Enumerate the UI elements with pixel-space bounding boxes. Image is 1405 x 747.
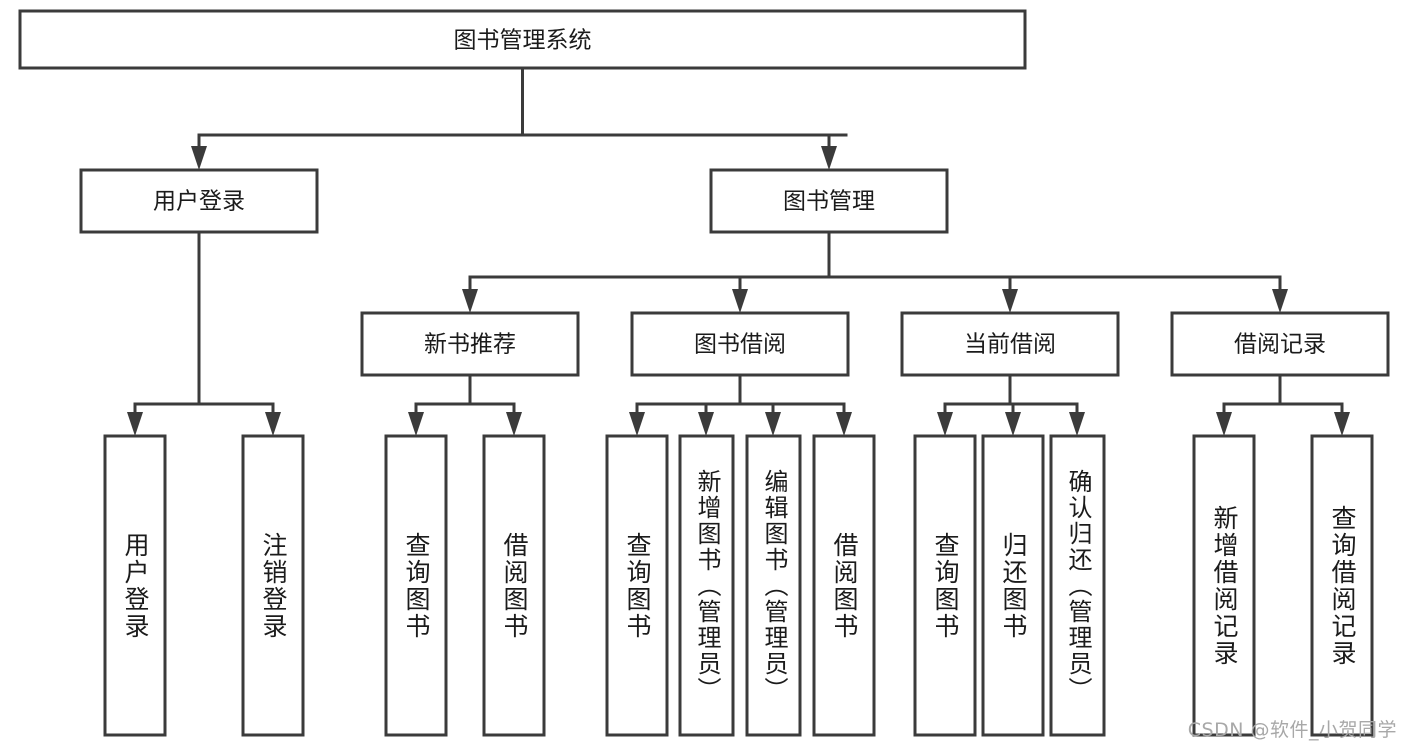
- node-box-new-book-rec: [360, 311, 580, 377]
- node-borrow-record[interactable]: 借阅记录: [1170, 311, 1390, 377]
- node-label-borrow-record: 借阅记录: [1234, 332, 1326, 358]
- csdn-watermark: CSDN @软件_小贺同学: [1187, 719, 1397, 741]
- node-box-leaf-borrow-book-1[interactable]: [482, 434, 546, 737]
- node-label-system-root: 图书管理系统: [454, 28, 592, 54]
- node-system-root[interactable]: 图书管理系统: [18, 9, 1027, 70]
- arrow-head-borrow-record: [1272, 289, 1288, 313]
- node-box-system-root: [18, 9, 1027, 70]
- arrow-head-leaf-add-book: [698, 412, 714, 436]
- node-current-borrow[interactable]: 当前借阅: [900, 311, 1120, 377]
- arrow-head-book-manage: [821, 146, 837, 170]
- node-box-leaf-logout[interactable]: [241, 434, 305, 737]
- connector-group-user-login: [127, 230, 281, 436]
- node-box-user-login: [79, 168, 319, 234]
- node-user-login[interactable]: 用户登录: [79, 168, 319, 234]
- arrow-head-user-login: [191, 146, 207, 170]
- connector-group-book-manage: [462, 230, 1288, 313]
- node-box-leaf-confirm-return[interactable]: [1049, 434, 1106, 737]
- node-box-leaf-add-book[interactable]: [678, 434, 735, 737]
- node-box-current-borrow: [900, 311, 1120, 377]
- node-box-leaf-query-book-1[interactable]: [384, 434, 448, 737]
- connector-group-book-borrow: [629, 373, 852, 436]
- arrow-head-leaf-logout: [265, 412, 281, 436]
- node-label-book-borrow: 图书借阅: [694, 332, 786, 358]
- node-box-borrow-record: [1170, 311, 1390, 377]
- node-box-leaf-return-book[interactable]: [981, 434, 1045, 737]
- node-new-book-rec[interactable]: 新书推荐: [360, 311, 580, 377]
- arrow-head-leaf-edit-book: [765, 412, 781, 436]
- node-box-leaf-add-record[interactable]: [1192, 434, 1256, 737]
- node-box-leaf-user-login[interactable]: [103, 434, 167, 737]
- node-book-borrow[interactable]: 图书借阅: [630, 311, 850, 377]
- connector-group-borrow-record: [1216, 373, 1350, 436]
- leaf-box-group: [103, 434, 1374, 737]
- connector-group-root: [191, 66, 848, 170]
- node-box-leaf-query-record[interactable]: [1310, 434, 1374, 737]
- connector-group-new-book-rec: [408, 373, 522, 436]
- node-label-book-manage: 图书管理: [783, 189, 875, 215]
- node-book-manage[interactable]: 图书管理: [709, 168, 949, 234]
- arrow-head-leaf-borrow-book-1: [506, 412, 522, 436]
- node-box-leaf-query-book-2[interactable]: [605, 434, 669, 737]
- arrow-head-leaf-borrow-book-2: [836, 412, 852, 436]
- arrow-head-leaf-confirm-return: [1069, 412, 1085, 436]
- arrow-head-book-borrow: [732, 289, 748, 313]
- connector-group-current-borrow: [937, 373, 1085, 436]
- node-label-current-borrow: 当前借阅: [964, 332, 1056, 358]
- node-box-book-borrow: [630, 311, 850, 377]
- node-box-leaf-query-book-3[interactable]: [913, 434, 977, 737]
- node-label-user-login: 用户登录: [153, 189, 245, 215]
- arrow-head-leaf-query-record: [1334, 412, 1350, 436]
- arrow-head-leaf-query-book-3: [937, 412, 953, 436]
- arrow-head-current-borrow: [1002, 289, 1018, 313]
- node-label-new-book-rec: 新书推荐: [424, 332, 516, 358]
- arrow-head-leaf-return-book: [1005, 412, 1021, 436]
- arrow-head-leaf-query-book-1: [408, 412, 424, 436]
- arrow-head-new-book-rec: [462, 289, 478, 313]
- node-box-book-manage: [709, 168, 949, 234]
- arrow-head-leaf-query-book-2: [629, 412, 645, 436]
- arrow-head-leaf-add-record: [1216, 412, 1232, 436]
- arrow-head-leaf-user-login: [127, 412, 143, 436]
- node-box-leaf-edit-book[interactable]: [745, 434, 802, 737]
- node-box-leaf-borrow-book-2[interactable]: [812, 434, 876, 737]
